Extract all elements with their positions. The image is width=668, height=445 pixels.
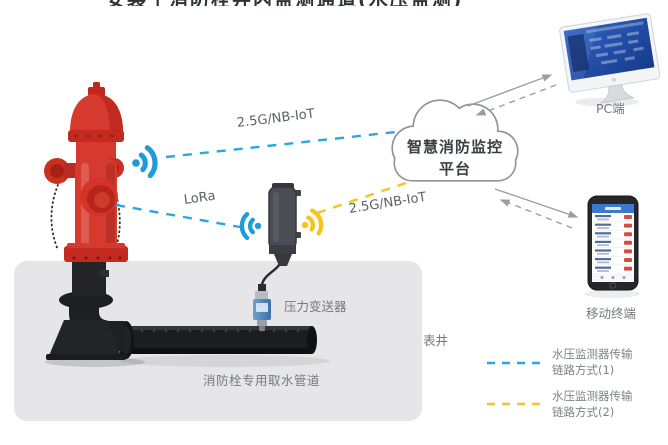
mobile-phone: [584, 195, 640, 298]
legend-item-2-line1: 水压监测器传输: [552, 389, 633, 403]
cloud-title-line1: 智慧消防监控: [406, 138, 503, 156]
legend-item-2-line2: 链路方式(2): [552, 404, 615, 419]
link-line-lora: [115, 203, 241, 229]
fire-hydrant: [44, 82, 128, 262]
cloud-platform-shape: [391, 99, 519, 182]
lora-gateway-device: [268, 183, 301, 266]
intake-pipe: [118, 321, 317, 359]
arrow-cloud-to-pc: [467, 74, 553, 107]
arrow-pc-to-cloud: [475, 84, 557, 116]
label-mobile: 移动终端: [586, 306, 637, 321]
pressure-transmitter-device: [253, 284, 271, 331]
hydrant-base-elbow: [46, 262, 126, 360]
pipe-shadow: [120, 355, 330, 367]
label-pc: PC端: [596, 101, 625, 116]
legend-item-2: 水压监测器传输 链路方式(2): [552, 389, 633, 420]
pc-monitor: [559, 13, 661, 107]
legend-item-1-line2: 链路方式(1): [552, 362, 615, 377]
legend-item-1-line1: 水压监测器传输: [552, 347, 633, 361]
diagram-title: 安装于消防栓井内监测通道(水压监测): [106, 0, 526, 6]
wifi-icon-hydrant: [131, 147, 157, 177]
label-pressure-transmitter: 压力变送器: [284, 299, 347, 314]
arrow-mobile-to-cloud: [499, 199, 573, 229]
diagram-title-text: 安装于消防栓井内监测通道(水压监测): [106, 0, 526, 6]
wifi-icon-gateway-left: [242, 214, 261, 238]
link-line-nbiot-1: [165, 130, 397, 159]
legend-item-1: 水压监测器传输 链路方式(1): [552, 347, 633, 378]
cloud-title-line2: 平台: [438, 160, 471, 178]
arrow-cloud-to-mobile: [494, 188, 579, 218]
label-meter-well: 表井: [423, 333, 449, 348]
wifi-icon-gateway-right: [299, 209, 324, 237]
label-pipe: 消防栓专用取水管道: [203, 373, 321, 388]
